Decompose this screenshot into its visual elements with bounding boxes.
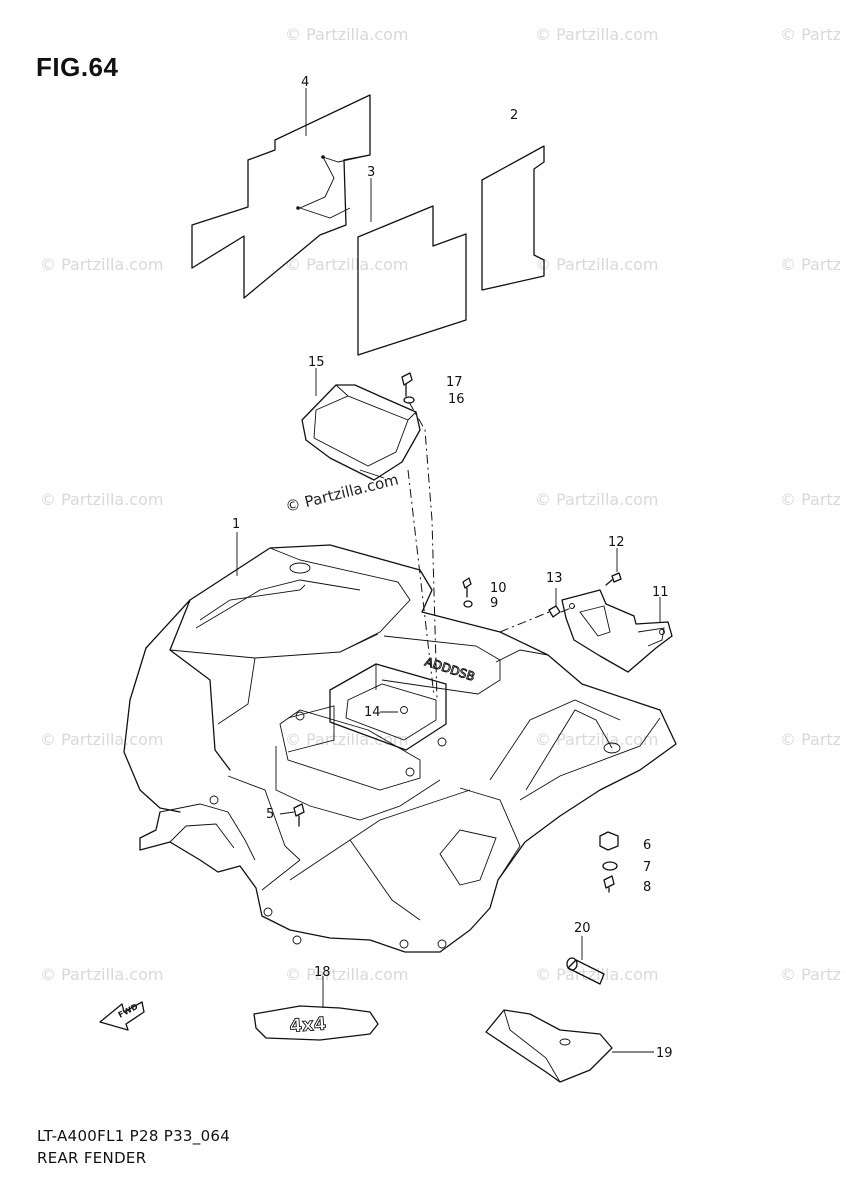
decal-4x4-text: 4x4	[289, 1013, 327, 1037]
leader-lines	[236, 88, 661, 1053]
watermark: © Partz	[780, 255, 841, 274]
callout-10: 10	[490, 581, 507, 596]
callout-numbers: 1 2 3 4 5 6 7 8 9 10 11 12 13 14 15 16 1…	[232, 75, 673, 1061]
watermark: © Partz	[780, 25, 841, 44]
watermark: © Partzilla.com	[285, 965, 408, 984]
callout-6: 6	[643, 838, 651, 853]
callout-12: 12	[608, 535, 625, 550]
model-code: LT-A400FL1 P28 P33_064	[37, 1127, 231, 1145]
watermark: © Partzilla.com	[535, 730, 658, 749]
watermark-layer: © Partzilla.com © Partzilla.com © Partz …	[40, 25, 841, 984]
part-18-decal: 4x4	[253, 1005, 379, 1041]
watermark: © Partz	[780, 490, 841, 509]
callout-11: 11	[652, 585, 669, 600]
part-17-bolt	[401, 372, 415, 404]
section-name: REAR FENDER	[37, 1149, 147, 1167]
watermark: © Partzilla.com	[285, 730, 408, 749]
part-12-screw	[605, 572, 622, 586]
part-8-bolt	[603, 875, 615, 893]
part-19-pad	[485, 1009, 613, 1083]
callout-19: 19	[656, 1046, 673, 1061]
callout-15: 15	[308, 355, 325, 370]
part-13-nut	[548, 605, 561, 618]
watermark: © Partzilla.com	[40, 490, 163, 509]
part-2-panel	[481, 145, 545, 291]
callout-3: 3	[367, 165, 375, 180]
part-5-bolt	[293, 803, 305, 827]
watermark: © Partzilla.com	[285, 255, 408, 274]
callout-2: 2	[510, 108, 518, 123]
watermark: © Partzilla.com	[285, 25, 408, 44]
part-20-tube	[566, 957, 605, 985]
watermark: © Partzilla.com	[40, 255, 163, 274]
callout-14: 14	[364, 705, 381, 720]
part-6-grommet	[599, 831, 619, 851]
part-4-panel	[191, 94, 371, 299]
part-10-bolt	[462, 577, 473, 608]
callout-17: 17	[446, 375, 463, 390]
part-7-washer	[602, 861, 618, 871]
watermark: © Partz	[780, 965, 841, 984]
watermark: © Partzilla.com	[535, 965, 658, 984]
callout-4: 4	[301, 75, 309, 90]
callout-5: 5	[266, 807, 274, 822]
callout-18: 18	[314, 965, 331, 980]
watermark: © Partzilla.com	[535, 255, 658, 274]
fwd-arrow-icon: FWD	[99, 1001, 145, 1031]
part-3-panel	[357, 205, 467, 356]
callout-20: 20	[574, 921, 591, 936]
watermark: © Partzilla.com	[535, 25, 658, 44]
callout-1: 1	[232, 517, 240, 532]
watermark: © Partzilla.com	[40, 730, 163, 749]
callout-13: 13	[546, 571, 563, 586]
callout-8: 8	[643, 880, 651, 895]
callout-7: 7	[643, 860, 651, 875]
part-15-tray	[301, 384, 421, 481]
figure-title: FIG.64	[36, 52, 119, 82]
watermark: © Partzilla.com	[535, 490, 658, 509]
watermark: © Partzilla.com	[40, 965, 163, 984]
part-11-bracket	[561, 589, 673, 673]
callout-16: 16	[448, 392, 465, 407]
watermark: © Partz	[780, 730, 841, 749]
callout-9: 9	[490, 596, 498, 611]
